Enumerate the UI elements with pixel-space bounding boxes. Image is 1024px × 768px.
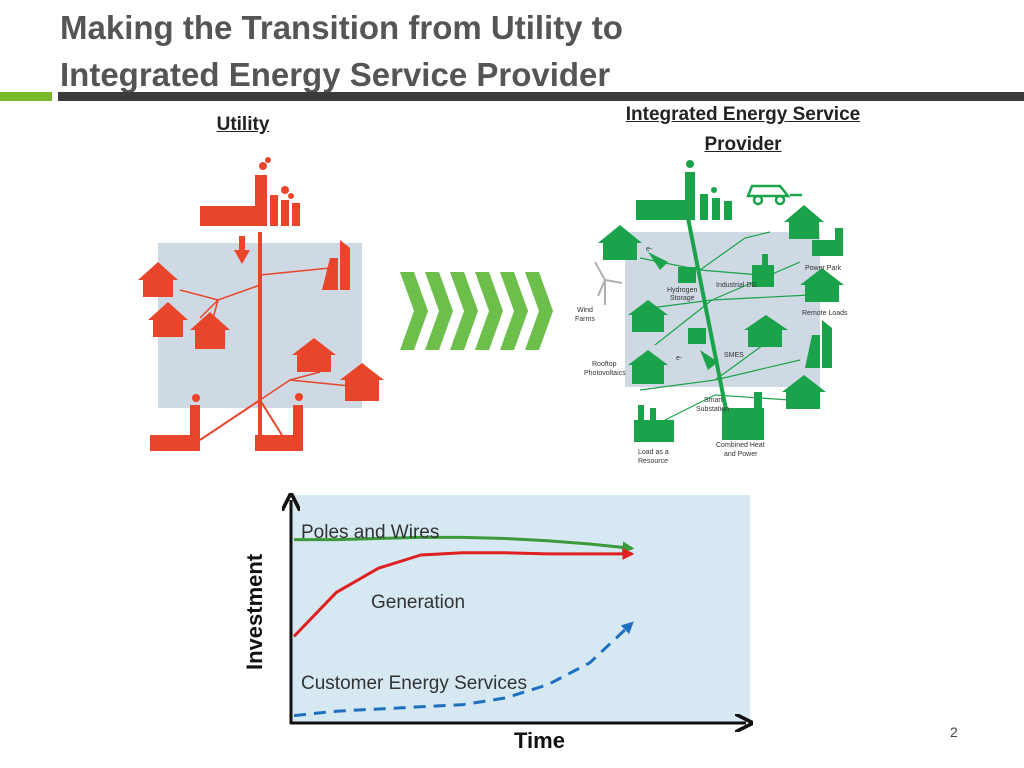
down-arrow-icon bbox=[234, 236, 250, 264]
city-building-icon bbox=[805, 320, 832, 368]
label-load-as-resource: Resource bbox=[638, 458, 668, 465]
label-smart-substation: Smart bbox=[704, 397, 723, 404]
label-rooftop-pv: Photovoltaics bbox=[584, 370, 626, 377]
series-label-customer-services: Customer Energy Services bbox=[301, 673, 527, 694]
house-icon bbox=[628, 300, 668, 332]
utility-heading: Utility bbox=[216, 114, 270, 135]
label-smes: SMES bbox=[724, 352, 744, 359]
electric-car-icon bbox=[746, 184, 802, 206]
ies-area bbox=[625, 232, 820, 387]
chevron-right-icon bbox=[500, 272, 528, 350]
house-icon bbox=[138, 262, 178, 297]
label-hydrogen-storage: Hydrogen bbox=[667, 287, 697, 294]
series-label-poles-wires: Poles and Wires bbox=[301, 522, 439, 543]
label-remote-loads: Remote Loads bbox=[802, 310, 848, 317]
factory-icon bbox=[634, 405, 674, 442]
y-axis-label: Investment bbox=[242, 553, 267, 670]
label-e-minus: e- bbox=[646, 246, 653, 253]
arrow-icon bbox=[648, 252, 668, 270]
label-wind-farms: Farms bbox=[575, 316, 595, 323]
city-building-icon bbox=[322, 240, 350, 290]
storage-icon bbox=[688, 328, 706, 344]
factory-icon bbox=[150, 394, 200, 451]
label-hydrogen-storage: Storage bbox=[670, 295, 695, 302]
storage-icon bbox=[678, 267, 696, 283]
house-icon bbox=[628, 350, 668, 384]
wind-turbine-icon bbox=[594, 261, 623, 305]
utility-area bbox=[158, 243, 362, 408]
title-line-2: Integrated Energy Service Provider bbox=[60, 56, 611, 93]
house-icon bbox=[744, 315, 788, 347]
chevron-right-icon bbox=[425, 272, 453, 350]
transition-chevrons bbox=[400, 272, 553, 350]
house-icon bbox=[190, 312, 230, 349]
label-chp: and Power bbox=[724, 451, 758, 458]
house-icon bbox=[800, 268, 844, 302]
series-label-generation: Generation bbox=[371, 592, 465, 613]
chevron-right-icon bbox=[450, 272, 478, 350]
label-wind-farms: Wind bbox=[577, 307, 593, 314]
power-plant-icon bbox=[200, 157, 300, 226]
house-icon bbox=[148, 302, 188, 337]
factory-icon bbox=[722, 392, 764, 440]
arrow-icon bbox=[700, 350, 718, 370]
house-icon bbox=[782, 375, 826, 409]
series-line-0 bbox=[294, 535, 635, 554]
x-axis-label: Time bbox=[514, 728, 565, 753]
factory-icon bbox=[812, 228, 843, 256]
chart-background bbox=[292, 495, 750, 723]
house-icon bbox=[598, 225, 642, 260]
chevron-right-icon bbox=[400, 272, 428, 350]
chevron-right-icon bbox=[525, 272, 553, 350]
label-rooftop-pv: Rooftop bbox=[592, 361, 617, 368]
title-underline-bar bbox=[58, 92, 1024, 101]
slide-title: Making the Transition from Utility to In… bbox=[60, 4, 820, 98]
label-power-park: Power Park bbox=[805, 265, 842, 272]
power-plant-icon bbox=[636, 160, 732, 220]
house-icon bbox=[784, 205, 824, 239]
label-smart-substation: Substation bbox=[696, 406, 729, 413]
house-icon bbox=[340, 363, 384, 401]
label-e-minus: e- bbox=[676, 355, 683, 362]
series-line-1 bbox=[292, 547, 635, 638]
house-icon bbox=[292, 338, 336, 372]
factory-icon bbox=[255, 393, 303, 451]
ies-heading: Integrated Energy Service Provider bbox=[625, 104, 861, 155]
page-number: 2 bbox=[950, 724, 958, 740]
label-chp: Combined Heat bbox=[716, 442, 765, 449]
series-line-2 bbox=[293, 621, 634, 718]
title-line-1: Making the Transition from Utility to bbox=[60, 9, 623, 46]
factory-icon bbox=[752, 254, 774, 287]
chevron-right-icon bbox=[475, 272, 503, 350]
label-industrial-dg: Industrial DG bbox=[716, 282, 757, 289]
label-load-as-resource: Load as a bbox=[638, 449, 669, 456]
title-accent-bar bbox=[0, 92, 52, 101]
